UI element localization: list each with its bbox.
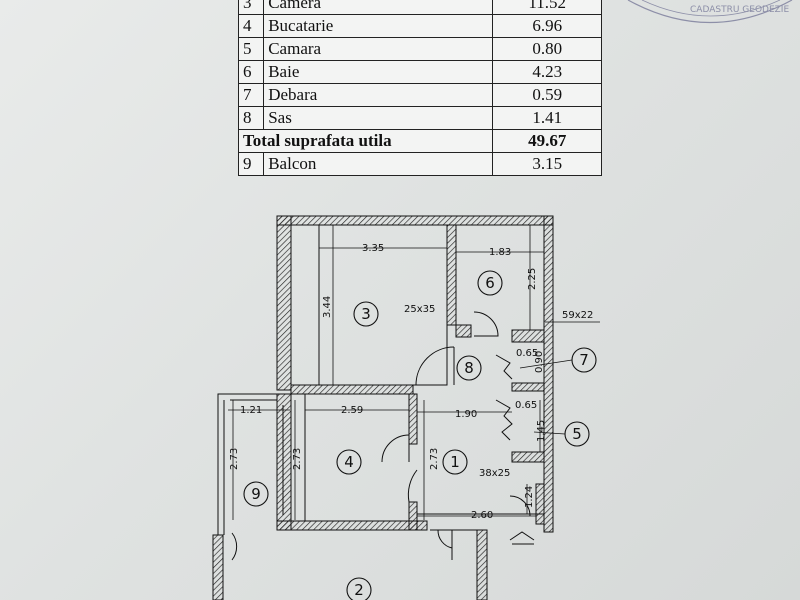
room-name: Sas xyxy=(263,106,494,130)
room-number: 7 xyxy=(237,83,265,107)
total-value: 49.67 xyxy=(492,129,602,153)
total-label: Total suprafata utila xyxy=(237,129,494,153)
dim-label: 38x25 xyxy=(479,468,510,479)
room-number-labels: 3 6 8 7 4 1 5 9 2 xyxy=(251,274,589,599)
dim-label: 2.60 xyxy=(471,510,493,521)
dim-label: 2.73 xyxy=(429,448,440,470)
room-label-9: 9 xyxy=(251,485,261,503)
table-row: 5 Camara 0.80 xyxy=(237,37,602,61)
dim-label: 2.73 xyxy=(229,448,240,470)
room-area: 3.15 xyxy=(492,152,602,176)
dim-label: 1.24 xyxy=(524,486,535,508)
dim-label: 1.83 xyxy=(489,247,511,258)
plan-lines xyxy=(217,224,544,560)
dim-label: 1.45 xyxy=(536,420,547,442)
dim-label: 0.65 xyxy=(516,348,538,359)
table-row: 4 Bucatarie 6.96 xyxy=(237,14,602,38)
room-name: Balcon xyxy=(263,152,494,176)
room-name: Bucatarie xyxy=(263,14,494,38)
dim-label: 59x22 xyxy=(562,310,593,321)
dim-label: 25x35 xyxy=(404,304,435,315)
table-row-balcony: 9 Balcon 3.15 xyxy=(237,152,602,176)
table-row: 6 Baie 4.23 xyxy=(237,60,602,84)
room-area: 1.41 xyxy=(492,106,602,130)
room-area: 6.96 xyxy=(492,14,602,38)
total-row: Total suprafata utila 49.67 xyxy=(237,129,602,153)
dim-label: 3.35 xyxy=(362,243,384,254)
room-label-4: 4 xyxy=(344,453,354,471)
room-label-5: 5 xyxy=(572,425,582,443)
table-row: 8 Sas 1.41 xyxy=(237,106,602,130)
room-number: 9 xyxy=(237,152,265,176)
room-number: 4 xyxy=(237,14,265,38)
dim-label: 2.73 xyxy=(292,448,303,470)
dim-label: 2.25 xyxy=(527,268,538,290)
dim-label: 2.59 xyxy=(341,405,363,416)
dim-label: 0.90 xyxy=(534,351,545,373)
room-name: Baie xyxy=(263,60,494,84)
dimension-labels: 3.35 1.83 3.44 2.25 25x35 59x22 0.65 0.9… xyxy=(229,243,593,521)
room-number: 6 xyxy=(237,60,265,84)
room-number: 5 xyxy=(237,37,265,61)
door-swings xyxy=(231,311,531,561)
stamp-seal: CADASTRU GEODEZIE xyxy=(627,0,793,24)
room-area-table: 3 Camera 11.52 4 Bucatarie 6.96 5 Camara… xyxy=(237,0,602,176)
room-label-2: 2 xyxy=(354,581,364,599)
room-area: 0.59 xyxy=(492,83,602,107)
dim-label: 3.44 xyxy=(322,296,333,318)
room-label-6: 6 xyxy=(485,274,495,292)
entry-arrow-icon xyxy=(509,531,535,545)
table-row: 3 Camera 11.52 xyxy=(237,0,602,15)
room-label-3: 3 xyxy=(361,305,371,323)
dimension-lines xyxy=(228,225,600,520)
room-label-1: 1 xyxy=(450,453,460,471)
room-label-8: 8 xyxy=(464,359,474,377)
room-circles xyxy=(243,270,597,600)
dim-label: 1.90 xyxy=(455,409,477,420)
dim-label: 1.21 xyxy=(240,405,262,416)
dim-label: 0.65 xyxy=(515,400,537,411)
stamp-text: CADASTRU GEODEZIE xyxy=(690,5,789,15)
walls xyxy=(212,215,554,600)
room-label-7: 7 xyxy=(579,351,589,369)
room-number: 8 xyxy=(237,106,265,130)
